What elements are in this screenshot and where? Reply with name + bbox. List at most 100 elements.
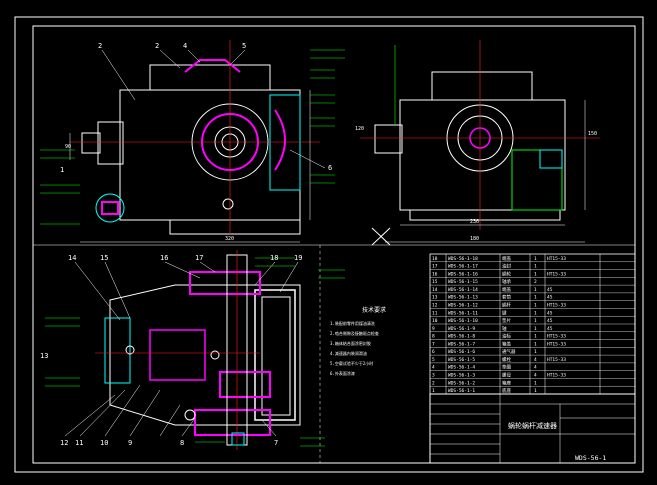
balloon-1: 1 (60, 166, 64, 174)
bom-cell-name: 垫片 (502, 317, 511, 324)
bom-cell-no: 3 (432, 373, 435, 379)
bom-cell-no: 2 (432, 380, 435, 386)
tech-req-line: 3.箱体结合面涂密封胶 (330, 340, 371, 346)
dimension-labels: 320 180 230 150 120 90 (65, 126, 597, 242)
tech-req-line: 5.空载试验不少于2小时 (330, 360, 373, 366)
balloon-13: 13 (40, 352, 48, 360)
bom-cell-no: 14 (432, 287, 438, 293)
bom-cell-qty: 1 (534, 287, 537, 293)
bom-cell-qty: 1 (534, 318, 537, 324)
bom-cell-code: WDS-56-1-7 (448, 341, 475, 347)
bom-cell-qty: 1 (534, 310, 537, 316)
bom-cell-mat: HT15-33 (547, 334, 566, 340)
balloon-2b: 2 (155, 42, 159, 50)
bom-cell-mat: 45 (547, 326, 553, 332)
balloon-12: 12 (60, 439, 68, 447)
bom-cell-qty: 1 (534, 388, 537, 394)
bom-cell-name: 键 (502, 309, 507, 316)
tech-req-line: 6.外表面涂漆 (330, 370, 355, 376)
bom-cell-name: 垫圈 (502, 364, 511, 371)
bom-cell-code: WDS-56-1-8 (448, 334, 475, 340)
balloon-7: 7 (274, 439, 278, 447)
inner-frame (32, 25, 636, 464)
bom-cell-qty: 1 (534, 380, 537, 386)
bom-cell-mat: 45 (547, 295, 553, 301)
bom-cell-no: 18 (432, 256, 438, 262)
tech-req-line: 2.啮合侧隙及接触斑点检查 (330, 330, 379, 336)
balloon-15: 15 (100, 254, 108, 262)
bom-cell-qty: 4 (534, 357, 537, 363)
bom-cell-code: WDS-56-1-11 (448, 310, 478, 316)
bom-cell-code: WDS-56-1-9 (448, 326, 475, 332)
balloon-4: 4 (183, 42, 187, 50)
outer-frame (14, 16, 644, 473)
bom-cell-no: 13 (432, 295, 438, 301)
bom-cell-name: 轴 (502, 325, 507, 332)
bom-cell-no: 1 (432, 388, 435, 394)
bom-cell-name: 通气器 (502, 348, 516, 355)
bom-cell-no: 12 (432, 303, 438, 309)
front-view-balloons: 2 2 4 5 6 1 (60, 42, 332, 174)
bom-cell-qty: 1 (534, 256, 537, 262)
bom-cell-name: 螺栓 (502, 356, 511, 363)
bom-cell-qty: 1 (534, 326, 537, 332)
bom-cell-code: WDS-56-1-1 (448, 388, 475, 394)
bom-cell-mat: HT15-33 (547, 303, 566, 309)
bom-cell-mat: 45 (547, 318, 553, 324)
bom-cell-name: 箱座 (502, 379, 511, 386)
bom-cell-qty: 1 (534, 341, 537, 347)
bom-cell-qty: 1 (534, 349, 537, 355)
bom-cell-code: WDS-56-1-3 (448, 373, 475, 379)
bom-cell-no: 10 (432, 318, 438, 324)
bom-cell-name: 蜗杆 (502, 302, 511, 309)
balloon-11: 11 (75, 439, 83, 447)
bom-cell-qty: 4 (534, 373, 537, 379)
bom-cell-mat: 45 (547, 310, 553, 316)
bom-cell-code: WDS-56-1-14 (448, 287, 478, 293)
balloon-16: 16 (160, 254, 168, 262)
bom-cell-qty: 1 (534, 303, 537, 309)
bom-cell-code: WDS-56-1-16 (448, 271, 478, 277)
bom-cell-no: 11 (432, 310, 438, 316)
dim-180: 180 (470, 236, 479, 242)
balloon-6: 6 (328, 164, 332, 172)
bom-cell-mat: HT15-33 (547, 341, 566, 347)
bom-cell-name: 箱盖 (502, 340, 511, 347)
balloon-8: 8 (180, 439, 184, 447)
bom-cell-qty: 1 (534, 264, 537, 270)
bom-cell-name: 螺母 (502, 372, 511, 379)
bom-cell-code: WDS-56-1-5 (448, 357, 475, 363)
bom-cell-no: 17 (432, 264, 438, 270)
bom-cell-no: 6 (432, 349, 435, 355)
front-view-leaders (101, 49, 326, 169)
bom-cell-mat: HT15-33 (547, 373, 566, 379)
bom-cell-name: 端盖 (502, 255, 511, 262)
bom-cell-code: WDS-56-1-6 (448, 349, 475, 355)
bom-cell-name: 套筒 (502, 294, 511, 301)
balloon-19: 19 (294, 254, 302, 262)
tech-req-line: 1.装配前零件用煤油清洗 (330, 320, 375, 326)
bom-cell-no: 4 (432, 365, 435, 371)
bom-cell-no: 7 (432, 341, 435, 347)
bom-cell-qty: 2 (534, 279, 537, 285)
balloon-14: 14 (68, 254, 76, 262)
bom-cell-mat: HT15-33 (547, 256, 566, 262)
bom-cell-no: 9 (432, 326, 435, 332)
dim-320: 320 (225, 236, 234, 242)
side-view (360, 40, 600, 246)
bom-cell-qty: 1 (534, 271, 537, 277)
bom-cell-code: WDS-56-1-13 (448, 295, 478, 301)
front-view (69, 40, 320, 243)
bom-cell-code: WDS-56-1-15 (448, 279, 478, 285)
bom-cell-code: WDS-56-1-4 (448, 365, 475, 371)
tech-req-line: 4.减速器内装润滑油 (330, 350, 367, 356)
title-block-drawing-no: WDS-56-1 (575, 454, 606, 462)
bom-cell-mat: HT15-33 (547, 271, 566, 277)
dim-120: 120 (355, 126, 364, 132)
tech-req-title: 技术要求 (362, 306, 386, 314)
section-notes (45, 257, 345, 447)
bom-cell-qty: 1 (534, 334, 537, 340)
bom-cell-mat: 45 (547, 287, 553, 293)
